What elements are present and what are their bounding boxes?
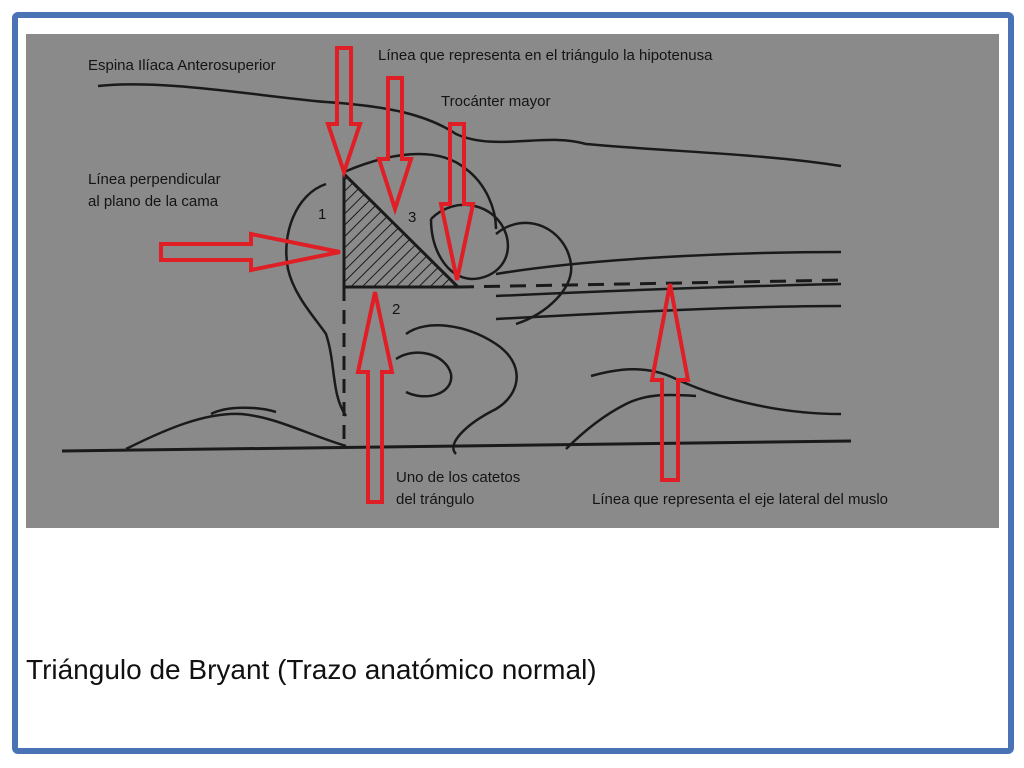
bryant-triangle [342,170,462,289]
body-outline [97,83,842,455]
diagram-svg: Espina Ilíaca Anterosuperior Línea que r… [61,46,888,508]
bed-line [61,439,852,453]
arrow-down-hypotenuse [376,76,414,216]
label-thigh-axis: Línea que representa el eje lateral del … [592,491,888,508]
label-hypotenuse: Línea que representa en el triángulo la … [378,47,713,64]
number-2: 2 [392,301,400,318]
arrow-right-perpendicular [159,231,341,273]
number-3: 3 [408,209,416,226]
slide-caption: Triángulo de Bryant (Trazo anatómico nor… [26,654,597,685]
label-cateto-line2: del trángulo [396,491,474,508]
label-perpendicular-line1: Línea perpendicular [88,171,221,188]
thigh-axis-line [457,278,847,289]
arrow-up-cateto [355,291,395,504]
label-cateto-line1: Uno de los catetos [396,469,520,486]
arrow-down-trochanter [438,122,476,281]
number-1: 1 [318,206,326,223]
arrow-up-thigh-axis [649,283,691,482]
label-asis: Espina Ilíaca Anterosuperior [88,57,276,74]
label-perpendicular-line2: al plano de la cama [88,193,219,210]
bryant-triangle-diagram: Espina Ilíaca Anterosuperior Línea que r… [26,34,999,528]
arrow-down-asis [325,46,363,179]
label-trochanter: Trocánter mayor [441,93,550,110]
